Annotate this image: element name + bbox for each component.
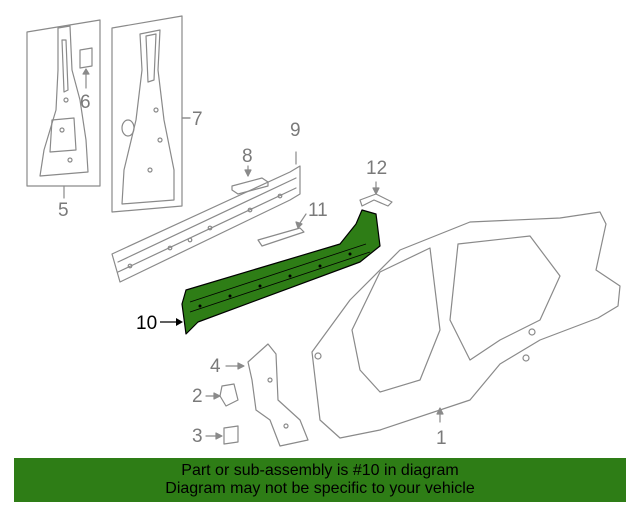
parts-diagram: 1 2 3 4 5 6 7 8 9 10 11 12 (26, 15, 621, 449)
callout-1: 1 (436, 428, 447, 449)
callout-12: 12 (366, 158, 387, 179)
callout-3: 3 (192, 426, 203, 447)
callout-6: 6 (80, 92, 91, 113)
info-banner: Part or sub-assembly is #10 in diagram D… (14, 458, 626, 502)
part-8-bracket (231, 165, 269, 195)
part-11-reinforcement (257, 213, 307, 247)
part-1-body-side-outer (311, 211, 621, 439)
callout-4: 4 (210, 356, 221, 377)
banner-line-2: Diagram may not be specific to your vehi… (165, 480, 475, 497)
part-7-b-pillar (111, 15, 191, 213)
callout-7: 7 (192, 109, 203, 130)
part-4-hinge-pillar (225, 343, 309, 447)
callout-8: 8 (242, 146, 253, 167)
callout-11: 11 (308, 200, 328, 221)
callout-2: 2 (192, 386, 203, 407)
part-6-plate (79, 47, 93, 89)
banner-line-1: Part or sub-assembly is #10 in diagram (181, 462, 459, 479)
part-2-bracket (205, 383, 239, 407)
part-3-plate (205, 425, 239, 445)
callout-9: 9 (290, 120, 301, 141)
callout-5: 5 (58, 200, 69, 221)
part-5-pillar-inner (26, 19, 101, 187)
part-9-rocker-inner (111, 151, 301, 283)
part-10-rocker-reinforcement (160, 209, 381, 335)
part-12-brace (359, 181, 393, 207)
callout-10: 10 (136, 313, 157, 334)
